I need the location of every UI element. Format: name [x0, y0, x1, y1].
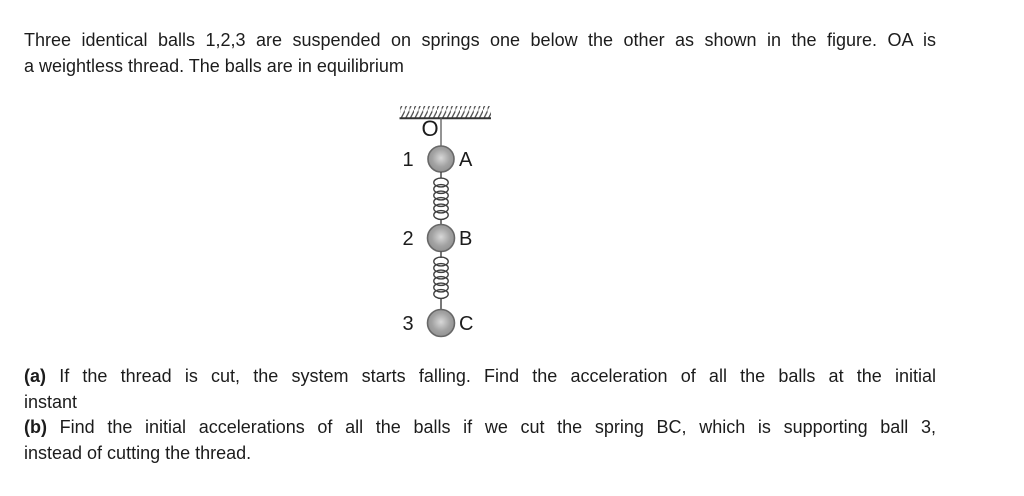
- part-a-text: If the thread is cut, the system starts …: [46, 366, 936, 386]
- ball-1: [427, 145, 455, 173]
- intro-line-2: a weightless thread. The balls are in eq…: [24, 56, 404, 76]
- problem-intro: Three identical balls 1,2,3 are suspende…: [24, 27, 936, 79]
- ball-3-number-label: 3: [402, 313, 413, 335]
- point-o-label: O: [421, 116, 438, 141]
- part-a-line-2: instant: [24, 391, 78, 412]
- ball-2-number-label: 2: [402, 228, 413, 250]
- ball-2-letter-label: B: [459, 228, 472, 250]
- ceiling-hatch: [400, 106, 491, 118]
- ball-3-letter-label: C: [459, 313, 473, 335]
- intro-line-1: Three identical balls 1,2,3 are suspende…: [24, 30, 936, 50]
- part-b-label: (b): [24, 417, 47, 437]
- part-b-line-2: instead of cutting the thread.: [24, 442, 252, 463]
- problem-questions: (a) If the thread is cut, the system sta…: [24, 364, 936, 466]
- part-b-text: Find the initial accelerations of all th…: [46, 417, 936, 437]
- ball-1-number-label: 1: [402, 149, 413, 171]
- ball-1-letter-label: A: [459, 149, 473, 171]
- ball-2: [426, 223, 456, 253]
- springs-balls-figure: O 1 A 2 B: [399, 106, 491, 338]
- part-b-line-1: (b) Find the initial accelerations of al…: [24, 415, 936, 441]
- spring-ab: [433, 172, 449, 225]
- part-a-line-1: (a) If the thread is cut, the system sta…: [24, 364, 936, 390]
- part-a-label: (a): [24, 366, 46, 386]
- ball-3: [426, 308, 456, 338]
- spring-bc: [433, 251, 449, 310]
